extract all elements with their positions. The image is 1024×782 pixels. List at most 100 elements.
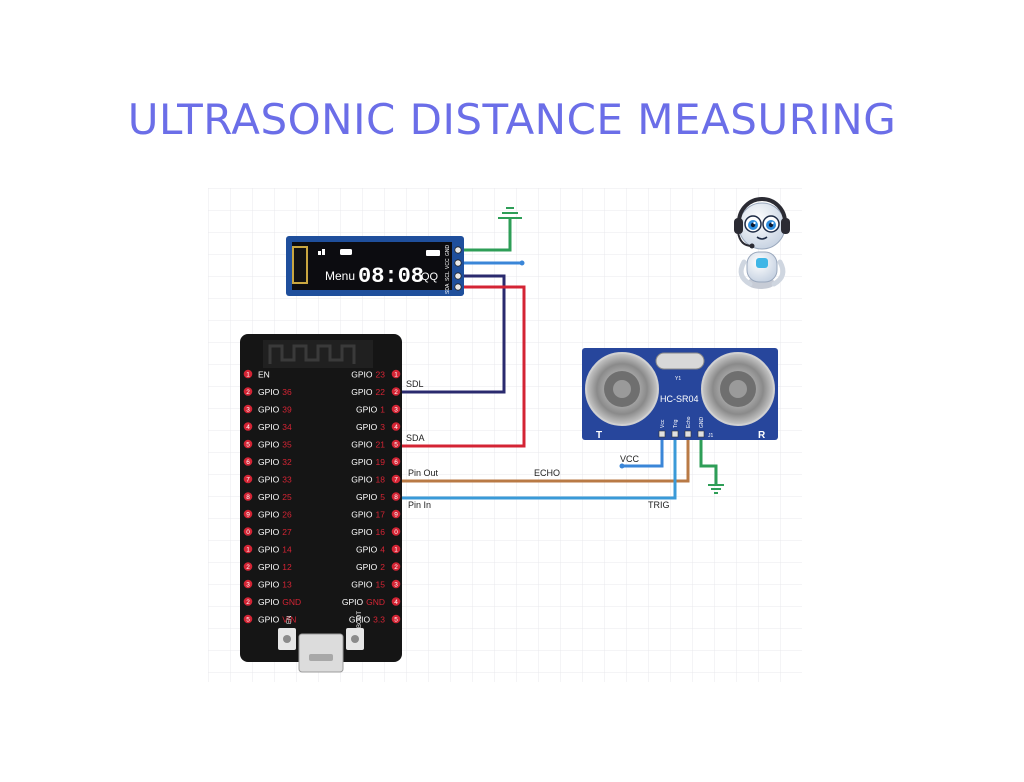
pin-number: 4 [394, 599, 398, 606]
pin-pad [243, 509, 253, 519]
pin-number: 5 [394, 617, 398, 624]
pin-number: 3 [246, 582, 250, 589]
pin-pad [243, 492, 253, 501]
pin-pad [391, 614, 401, 624]
pin-number: 7 [246, 477, 250, 484]
oled-time-text: 08:08 [358, 264, 424, 289]
pin-number: 3 [246, 407, 250, 414]
pin-pad [243, 562, 253, 571]
boot-button-label: BOOT [357, 611, 363, 628]
sensor-pin-trig: Trig [673, 419, 679, 428]
pin-label: EN [258, 370, 270, 380]
pin-pad [391, 527, 401, 536]
robot-headset-icon [734, 197, 790, 289]
pin-pad [243, 579, 253, 589]
pin-number: 1 [394, 372, 398, 379]
en-button-label: EN [287, 616, 293, 624]
pin-number: 2 [394, 389, 398, 396]
oled-display: Menu 08:08 QQ GND VCC SCL SDA [286, 236, 464, 296]
label-pin-out: Pin Out [408, 468, 439, 478]
sensor-pin-vcc: Vcc [660, 419, 666, 428]
sensor-r-label: R [758, 430, 766, 441]
pin-pad [243, 474, 253, 484]
sensor-vcc-endpoint [619, 463, 625, 469]
sensor-model: HC-SR04 [660, 394, 699, 404]
usb-connector [298, 633, 344, 673]
ground-symbol-oled [498, 207, 522, 219]
pin-pad [391, 439, 401, 449]
pin-number: 5 [394, 442, 398, 449]
pin-number: 8 [394, 494, 398, 501]
wire-echo [398, 436, 690, 483]
crystal-label: Y1 [675, 376, 681, 382]
oled-menu-text: Menu [325, 269, 355, 283]
pin-pad [243, 614, 253, 624]
sensor-t-label: T [596, 430, 602, 441]
wires [398, 218, 718, 500]
oled-pin-gnd: GND [445, 245, 451, 257]
pin-pad [243, 544, 253, 554]
pin-number: 0 [246, 529, 250, 536]
wire-sensor-gnd [699, 436, 718, 484]
pin-number: 4 [394, 424, 398, 431]
pin-pad [391, 597, 401, 606]
antenna-area [263, 340, 373, 368]
pin-pad [391, 457, 401, 466]
vcc-endpoint [519, 260, 525, 266]
pin-number: 9 [394, 512, 398, 519]
ground-symbol-sensor [708, 484, 724, 494]
pin-number: 4 [246, 424, 250, 431]
page-title: ULTRASONIC DISTANCE MEASURING [127, 95, 897, 144]
pin-pad [391, 544, 401, 554]
oled-pin-vcc: VCC [445, 258, 451, 269]
pin-number: 6 [246, 459, 250, 466]
pin-number: 8 [246, 494, 250, 501]
pin-pad [391, 387, 401, 396]
label-sda: SDA [406, 433, 425, 443]
pin-number: 9 [246, 512, 250, 519]
wire-oled-gnd [460, 218, 512, 252]
wire-sensor-vcc [622, 436, 664, 468]
hc-sr04-sensor: Y1 HC-SR04 T R J1 Vcc Trig Echo GND [582, 348, 778, 441]
wire-sdl [398, 274, 506, 394]
